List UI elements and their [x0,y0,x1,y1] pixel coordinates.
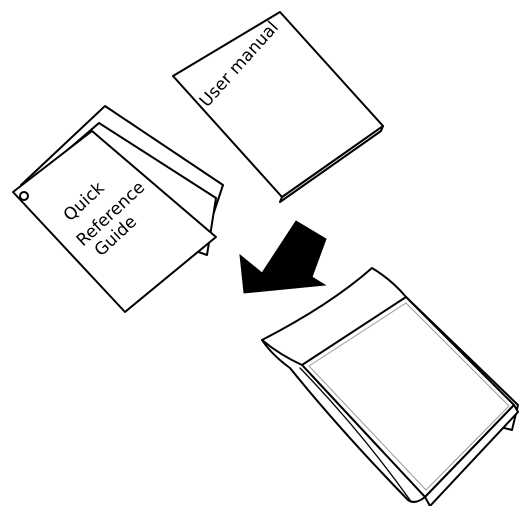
pocket-inner-border [308,302,510,491]
quick-reference-guide: Quick Reference Guide [12,105,224,313]
pocket-lower-flap [261,339,426,503]
user-manual-cover [172,11,384,198]
binder-ring-icon [19,191,29,201]
arrow-down-left-icon [239,220,327,294]
pocket-bottom-edge [424,404,519,506]
qrg-card-front [12,130,217,313]
pocket-fold-edge [299,367,411,501]
document-pocket [261,267,519,506]
